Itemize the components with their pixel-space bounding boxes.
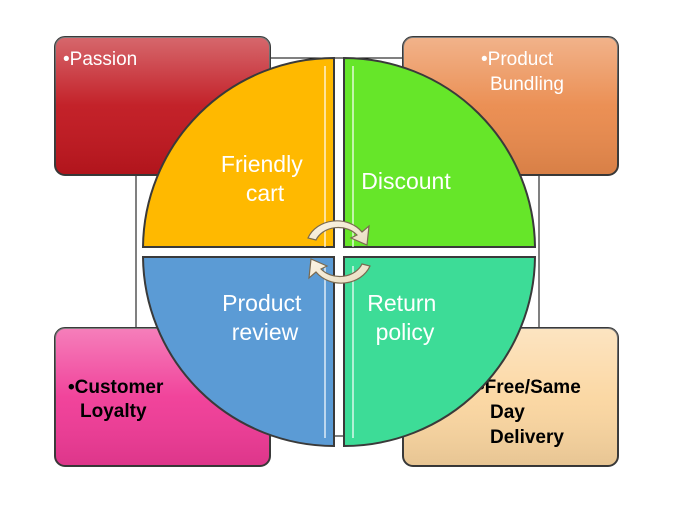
corner-label-line: •Product (481, 49, 554, 70)
quadrant-label-bottom-right: Return policy (367, 290, 442, 345)
arrow-bottom-icon (308, 258, 371, 284)
quadrant-bottom-right (343, 256, 537, 448)
quadrant-bottom-left (141, 256, 335, 448)
corner-label-line: •Passion (63, 49, 137, 70)
quadrant-label-line: Product (222, 290, 302, 316)
corner-label-top-left: •Passion (63, 49, 137, 70)
quadrant-label-line: Friendly (221, 151, 303, 177)
quadrant-label-line: Return (367, 290, 436, 316)
quadrant-top-left (141, 56, 335, 248)
corner-label-line: Loyalty (80, 401, 147, 422)
corner-label-bottom-left: •Customer Loyalty (68, 377, 169, 422)
center-circle: Friendly cart Discount Product review Re… (141, 56, 537, 448)
quadrant-label-line: Discount (361, 168, 451, 194)
corner-label-line: •Free/Same (478, 377, 581, 398)
corner-label-line: Day (490, 402, 525, 423)
quadrant-label-bottom-left: Product review (222, 290, 308, 345)
quadrant-label-line: policy (376, 319, 435, 345)
circular-arrows-icon (307, 220, 371, 284)
quadrant-label-top-left: Friendly cart (221, 151, 309, 206)
quadrant-label-line: cart (246, 180, 285, 206)
quadrant-top-right (343, 56, 537, 248)
corner-label-bottom-right: •Free/Same Day Delivery (478, 377, 586, 448)
corner-label-line: Delivery (490, 427, 564, 448)
quadrant-label-line: review (232, 319, 299, 345)
arrow-top-icon (307, 220, 370, 246)
corner-label-line: •Customer (68, 377, 164, 398)
background-frame (135, 57, 540, 437)
corner-label-top-right: •Product Bundling (481, 49, 564, 95)
corner-label-line: Bundling (490, 74, 564, 95)
quadrant-label-top-right: Discount (361, 168, 451, 194)
